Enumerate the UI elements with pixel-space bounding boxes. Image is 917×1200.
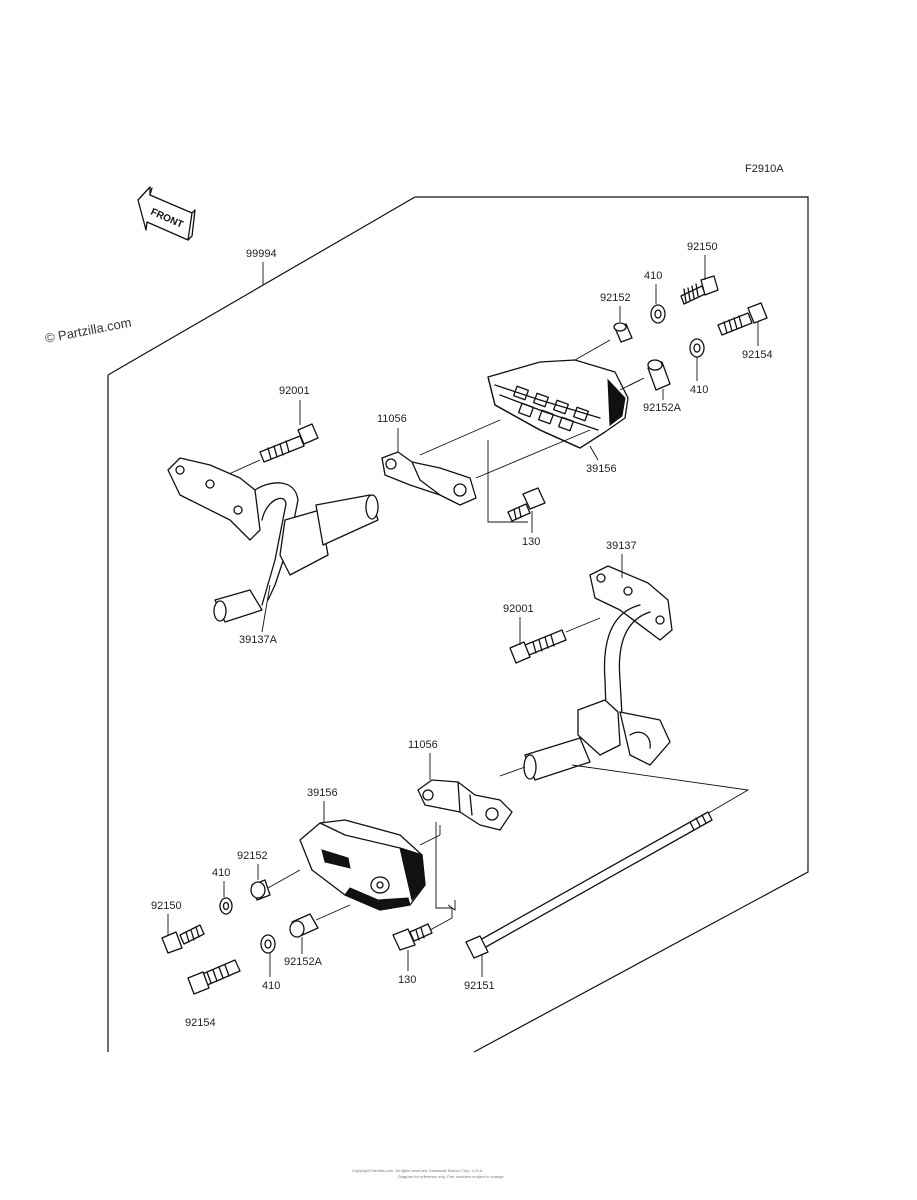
watermark: © Partzilla.com [44, 315, 133, 346]
stay-39137 [523, 565, 673, 781]
label-92150-bottom: 92150 [151, 900, 182, 912]
label-92151: 92151 [464, 980, 495, 992]
label-410-top2: 410 [690, 384, 708, 396]
label-39156-top: 39156 [586, 463, 617, 475]
label-39156-bottom: 39156 [307, 787, 338, 799]
footer-line-2: Diagram for reference only. Part numbers… [398, 1174, 505, 1179]
collar-92152-bottom [250, 879, 271, 901]
label-92152-top: 92152 [600, 292, 631, 304]
label-92001-top: 92001 [279, 385, 310, 397]
rod-92151 [465, 811, 713, 959]
bolt-92001-bottom [509, 629, 567, 664]
label-410-bottom: 410 [212, 867, 230, 879]
assembly-label: 99994 [246, 248, 277, 260]
bolt-92154-top [717, 302, 768, 336]
label-39137a: 39137A [239, 634, 278, 646]
bolt-130-bottom [392, 923, 433, 951]
collar-92152-top [613, 322, 633, 343]
label-92154-top: 92154 [742, 349, 773, 361]
label-92152-bottom: 92152 [237, 850, 268, 862]
label-410-bottom2: 410 [262, 980, 280, 992]
label-11056-top: 11056 [377, 413, 407, 425]
bolt-92150-top [680, 275, 719, 305]
figure-code: F2910A [745, 163, 784, 175]
bolt-130-top [507, 487, 546, 522]
bracket-11056-top [381, 451, 477, 506]
assembly-frame [107, 196, 809, 1053]
label-130-top: 130 [522, 536, 540, 548]
label-92152a-top: 92152A [643, 402, 682, 414]
bolt-92150-bottom [161, 924, 205, 954]
label-39137: 39137 [606, 540, 637, 552]
label-130-bottom: 130 [398, 974, 416, 986]
washer-410-bottom2 [260, 934, 276, 954]
slider-39156-bottom [299, 819, 426, 911]
label-11056-bottom: 11056 [408, 739, 438, 751]
label-92154-bottom: 92154 [185, 1017, 216, 1029]
washer-410-top [650, 304, 666, 324]
collar-92152a-top [647, 359, 671, 391]
collar-92152a-bottom [289, 913, 319, 938]
washer-410-bottom [219, 897, 233, 915]
label-92001-bottom: 92001 [503, 603, 534, 615]
bolt-92154-bottom [187, 959, 241, 995]
label-92152a-bottom: 92152A [284, 956, 323, 968]
slider-39156-top [487, 359, 629, 449]
label-410-top: 410 [644, 270, 662, 282]
stay-39137a [167, 457, 379, 623]
front-arrow-icon: FRONT [137, 186, 196, 241]
washer-410-top2 [689, 338, 705, 358]
footer-line-1: Copyright Partzilla.com. All rights rese… [352, 1168, 483, 1173]
label-92150-top: 92150 [687, 241, 718, 253]
bolt-92001-top [259, 423, 319, 463]
bracket-11056-bottom [417, 779, 513, 831]
